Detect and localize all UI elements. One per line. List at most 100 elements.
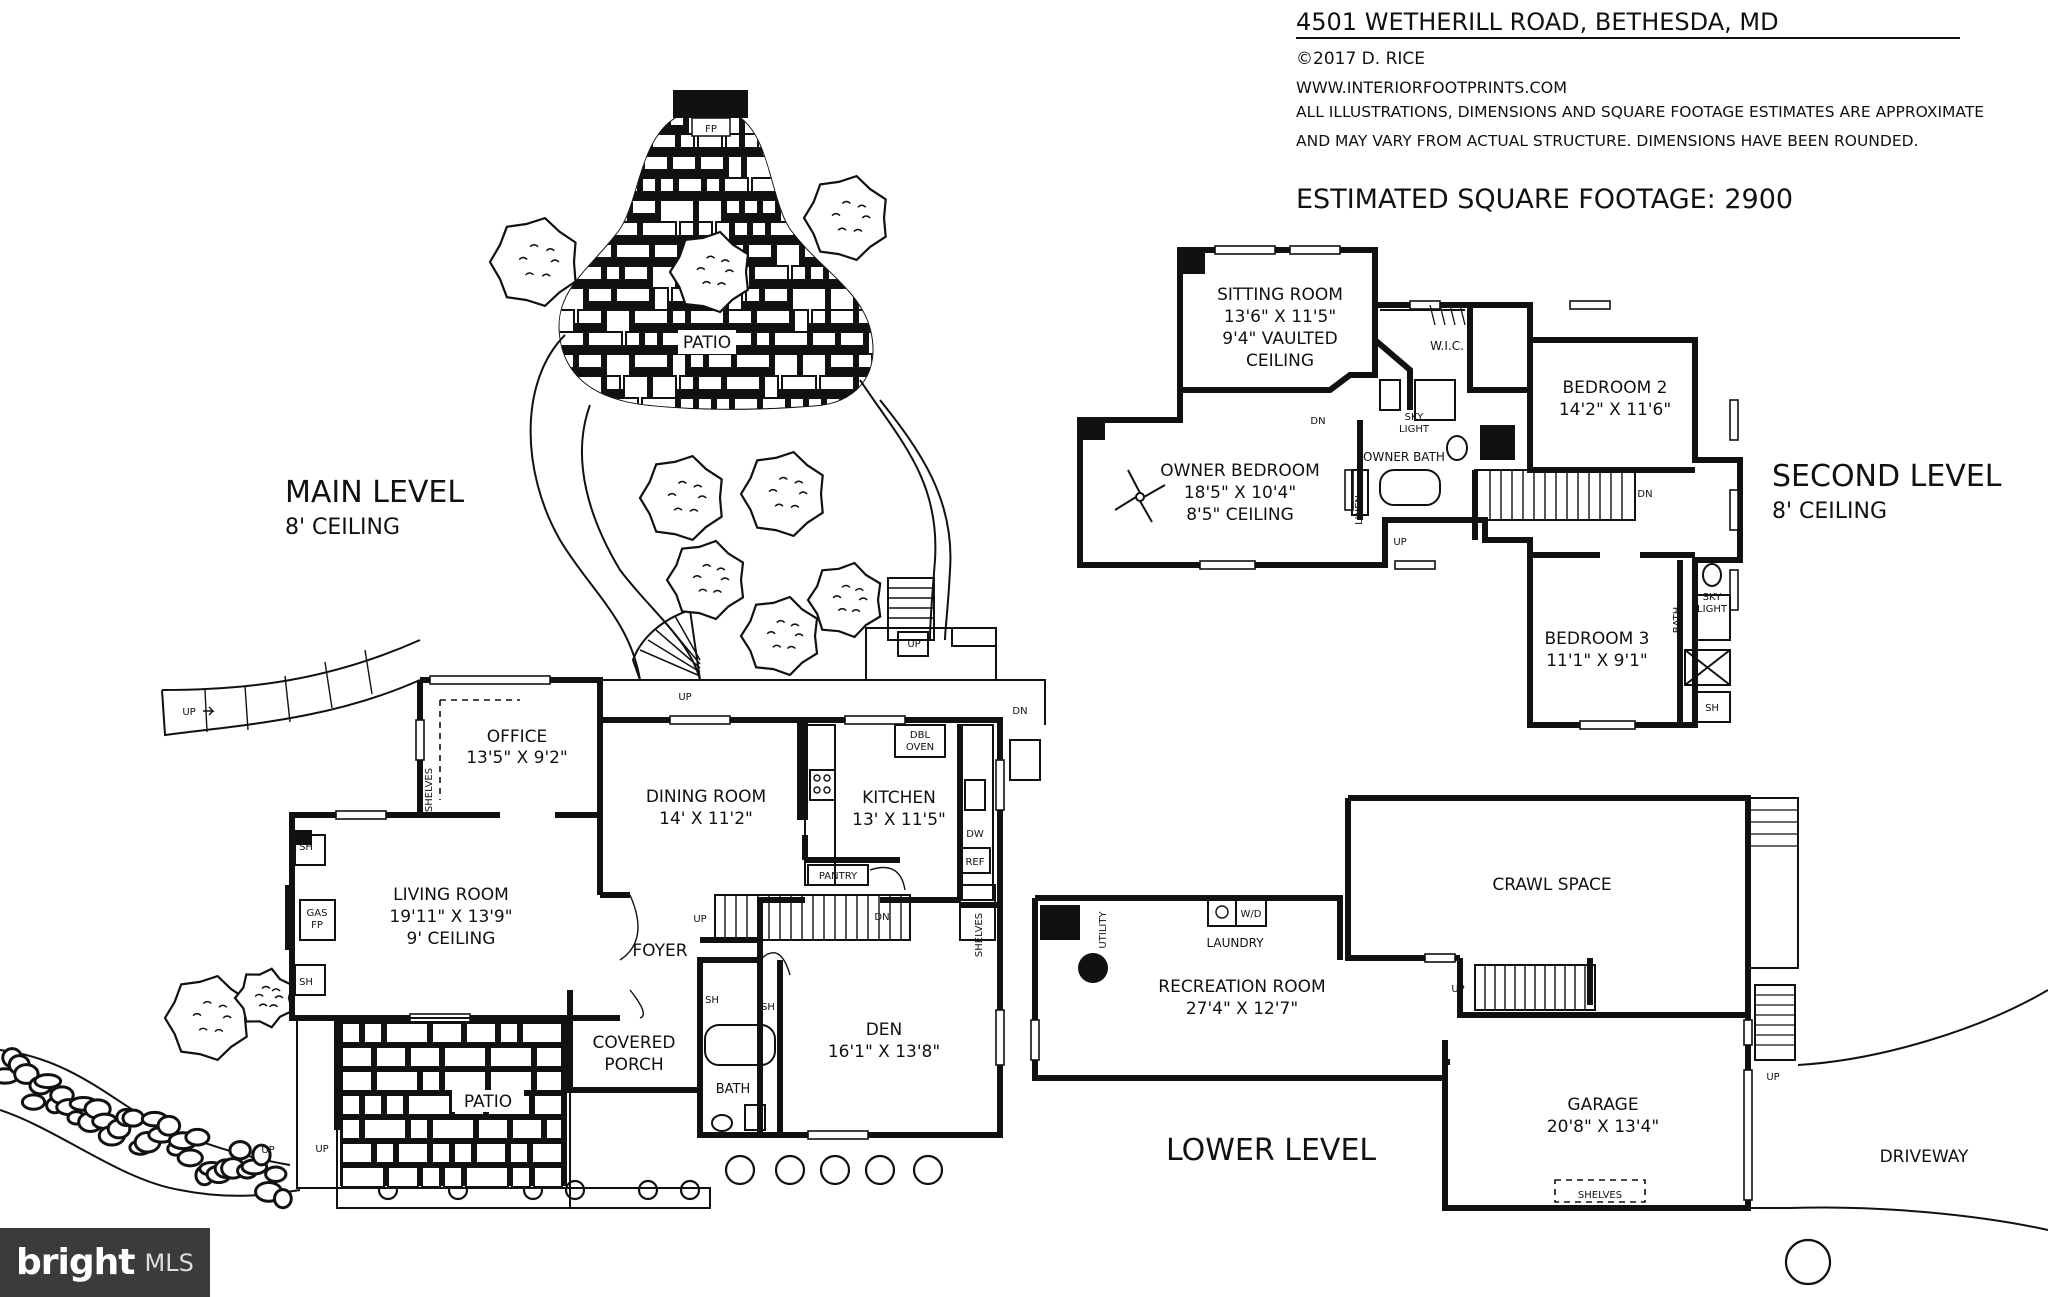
garage-dim: 20'8" X 13'4" — [1547, 1117, 1659, 1137]
svg-text:SHELVES: SHELVES — [974, 913, 985, 957]
owner-dim: 18'5" X 10'4" — [1184, 483, 1296, 503]
living-ceiling: 9' CEILING — [407, 929, 496, 949]
den-name: DEN — [866, 1020, 903, 1040]
bed3-name: BEDROOM 3 — [1545, 629, 1650, 649]
svg-text:SH: SH — [761, 1002, 775, 1013]
svg-text:FP: FP — [311, 920, 323, 931]
svg-text:BATH: BATH — [1672, 607, 1683, 634]
lower-level: UP UTILITY W/D SHELVES UP — [1030, 795, 2048, 1231]
svg-text:SHELVES: SHELVES — [424, 768, 435, 812]
wic-label: W.I.C. — [1430, 339, 1464, 353]
svg-text:DN: DN — [1012, 706, 1027, 717]
kitchen-dim: 13' X 11'5" — [852, 810, 946, 830]
brightmls-logo: bright MLS — [0, 1228, 210, 1297]
bed2-dim: 14'2" X 11'6" — [1559, 400, 1671, 420]
owner-bath-label: OWNER BATH — [1363, 450, 1445, 464]
porch-name: COVERED — [593, 1033, 676, 1053]
office-name: OFFICE — [487, 727, 548, 747]
svg-text:DBL: DBL — [910, 730, 931, 741]
svg-text:GAS: GAS — [307, 908, 328, 919]
svg-text:UP: UP — [1451, 984, 1464, 995]
rec-name: RECREATION ROOM — [1158, 977, 1325, 997]
second-level-title: SECOND LEVEL — [1772, 459, 2002, 494]
bed2-name: BEDROOM 2 — [1563, 378, 1668, 398]
svg-text:UP: UP — [261, 1145, 274, 1156]
living-dim: 19'11" X 13'9" — [389, 907, 512, 927]
left-walkway — [161, 679, 421, 737]
svg-text:UP: UP — [693, 914, 706, 925]
rec-dim: 27'4" X 12'7" — [1186, 999, 1298, 1019]
svg-text:W/D: W/D — [1241, 909, 1262, 920]
svg-text:UP: UP — [907, 639, 920, 650]
den-dim: 16'1" X 13'8" — [828, 1042, 940, 1062]
garage-name: GARAGE — [1567, 1095, 1638, 1115]
svg-text:SKY: SKY — [1703, 592, 1723, 603]
svg-text:SKY: SKY — [1405, 412, 1425, 423]
office-dim: 13'5" X 9'2" — [466, 748, 568, 768]
sitting-vaulted: 9'4" VAULTED — [1222, 329, 1338, 349]
lower-level-title: LOWER LEVEL — [1166, 1133, 1376, 1168]
patio-top-label: PATIO — [683, 333, 731, 353]
main-level-ceiling: 8' CEILING — [285, 515, 400, 540]
svg-text:LIGHT: LIGHT — [1399, 424, 1430, 435]
porch-name-2: PORCH — [604, 1055, 663, 1075]
svg-text:LINEN: LINEN — [1354, 495, 1365, 525]
svg-text:SHELVES: SHELVES — [1578, 1190, 1622, 1201]
website: WWW.INTERIORFOOTPRINTS.COM — [1296, 78, 1567, 97]
living-name: LIVING ROOM — [393, 885, 509, 905]
bath-label: BATH — [716, 1082, 751, 1097]
svg-text:UP: UP — [1393, 537, 1406, 548]
svg-text:LIGHT: LIGHT — [1697, 604, 1728, 615]
svg-text:SH: SH — [299, 977, 313, 988]
ceiling-fan-icon — [1114, 469, 1166, 523]
sitting-name: SITTING ROOM — [1217, 285, 1343, 305]
svg-text:OVEN: OVEN — [906, 742, 934, 753]
dining-name: DINING ROOM — [646, 787, 766, 807]
svg-text:UTILITY: UTILITY — [1098, 911, 1109, 949]
svg-text:DN: DN — [1310, 416, 1325, 427]
dining-dim: 14' X 11'2" — [659, 809, 753, 829]
svg-text:UP: UP — [315, 1144, 328, 1155]
svg-text:DW: DW — [966, 829, 984, 840]
owner-name: OWNER BEDROOM — [1160, 461, 1320, 481]
top-patio: FP PATIO UP — [529, 90, 997, 681]
disclaimer-line-2: AND MAY VARY FROM ACTUAL STRUCTURE. DIME… — [1296, 132, 1918, 150]
bottom-patio: PATIO UP UP — [0, 1017, 711, 1210]
kitchen-name: KITCHEN — [862, 788, 936, 808]
svg-text:UP: UP — [1766, 1072, 1779, 1083]
fp-label: FP — [705, 124, 717, 135]
foyer-name: FOYER — [632, 941, 687, 961]
header-block: 4501 WETHERILL ROAD, BETHESDA, MD ©2017 … — [1296, 8, 1984, 215]
main-level-labels: OFFICE 13'5" X 9'2" DINING ROOM 14' X 11… — [389, 727, 945, 1097]
svg-text:SH: SH — [299, 842, 313, 853]
second-level-labels: SITTING ROOM 13'6" X 11'5" 9'4" VAULTED … — [1160, 285, 1671, 671]
disclaimer-line-1: ALL ILLUSTRATIONS, DIMENSIONS AND SQUARE… — [1296, 103, 1984, 121]
driveway-label: DRIVEWAY — [1880, 1147, 1969, 1167]
bed3-dim: 11'1" X 9'1" — [1546, 651, 1648, 671]
main-level-title: MAIN LEVEL — [285, 475, 464, 510]
sitting-ceiling: CEILING — [1246, 351, 1314, 371]
svg-text:DN: DN — [1637, 489, 1652, 500]
svg-text:REF: REF — [965, 857, 984, 868]
svg-text:UP: UP — [182, 707, 195, 718]
landscape-trees — [163, 174, 1832, 1286]
svg-text:SH: SH — [1705, 703, 1719, 714]
sitting-dim: 13'6" X 11'5" — [1224, 307, 1336, 327]
svg-text:PANTRY: PANTRY — [819, 871, 858, 882]
outdoor-fireplace — [673, 90, 748, 118]
second-level: SKY LIGHT LINEN DN DN UP SKY LIGHT BATH … — [1077, 245, 1743, 730]
logo-mls: MLS — [144, 1248, 194, 1277]
copyright: ©2017 D. RICE — [1296, 49, 1425, 69]
owner-ceiling: 8'5" CEILING — [1186, 505, 1294, 525]
square-footage: ESTIMATED SQUARE FOOTAGE: 2900 — [1296, 184, 1793, 215]
patio-bottom-label: PATIO — [464, 1092, 512, 1112]
svg-text:DN: DN — [874, 912, 889, 923]
laundry-label: LAUNDRY — [1206, 936, 1264, 950]
second-level-ceiling: 8' CEILING — [1772, 499, 1887, 524]
crawl-name: CRAWL SPACE — [1492, 875, 1611, 895]
main-level-house: UP SHELVES — [161, 639, 1046, 1140]
svg-text:SH: SH — [705, 995, 719, 1006]
svg-text:UP: UP — [678, 692, 691, 703]
address: 4501 WETHERILL ROAD, BETHESDA, MD — [1296, 8, 1779, 36]
